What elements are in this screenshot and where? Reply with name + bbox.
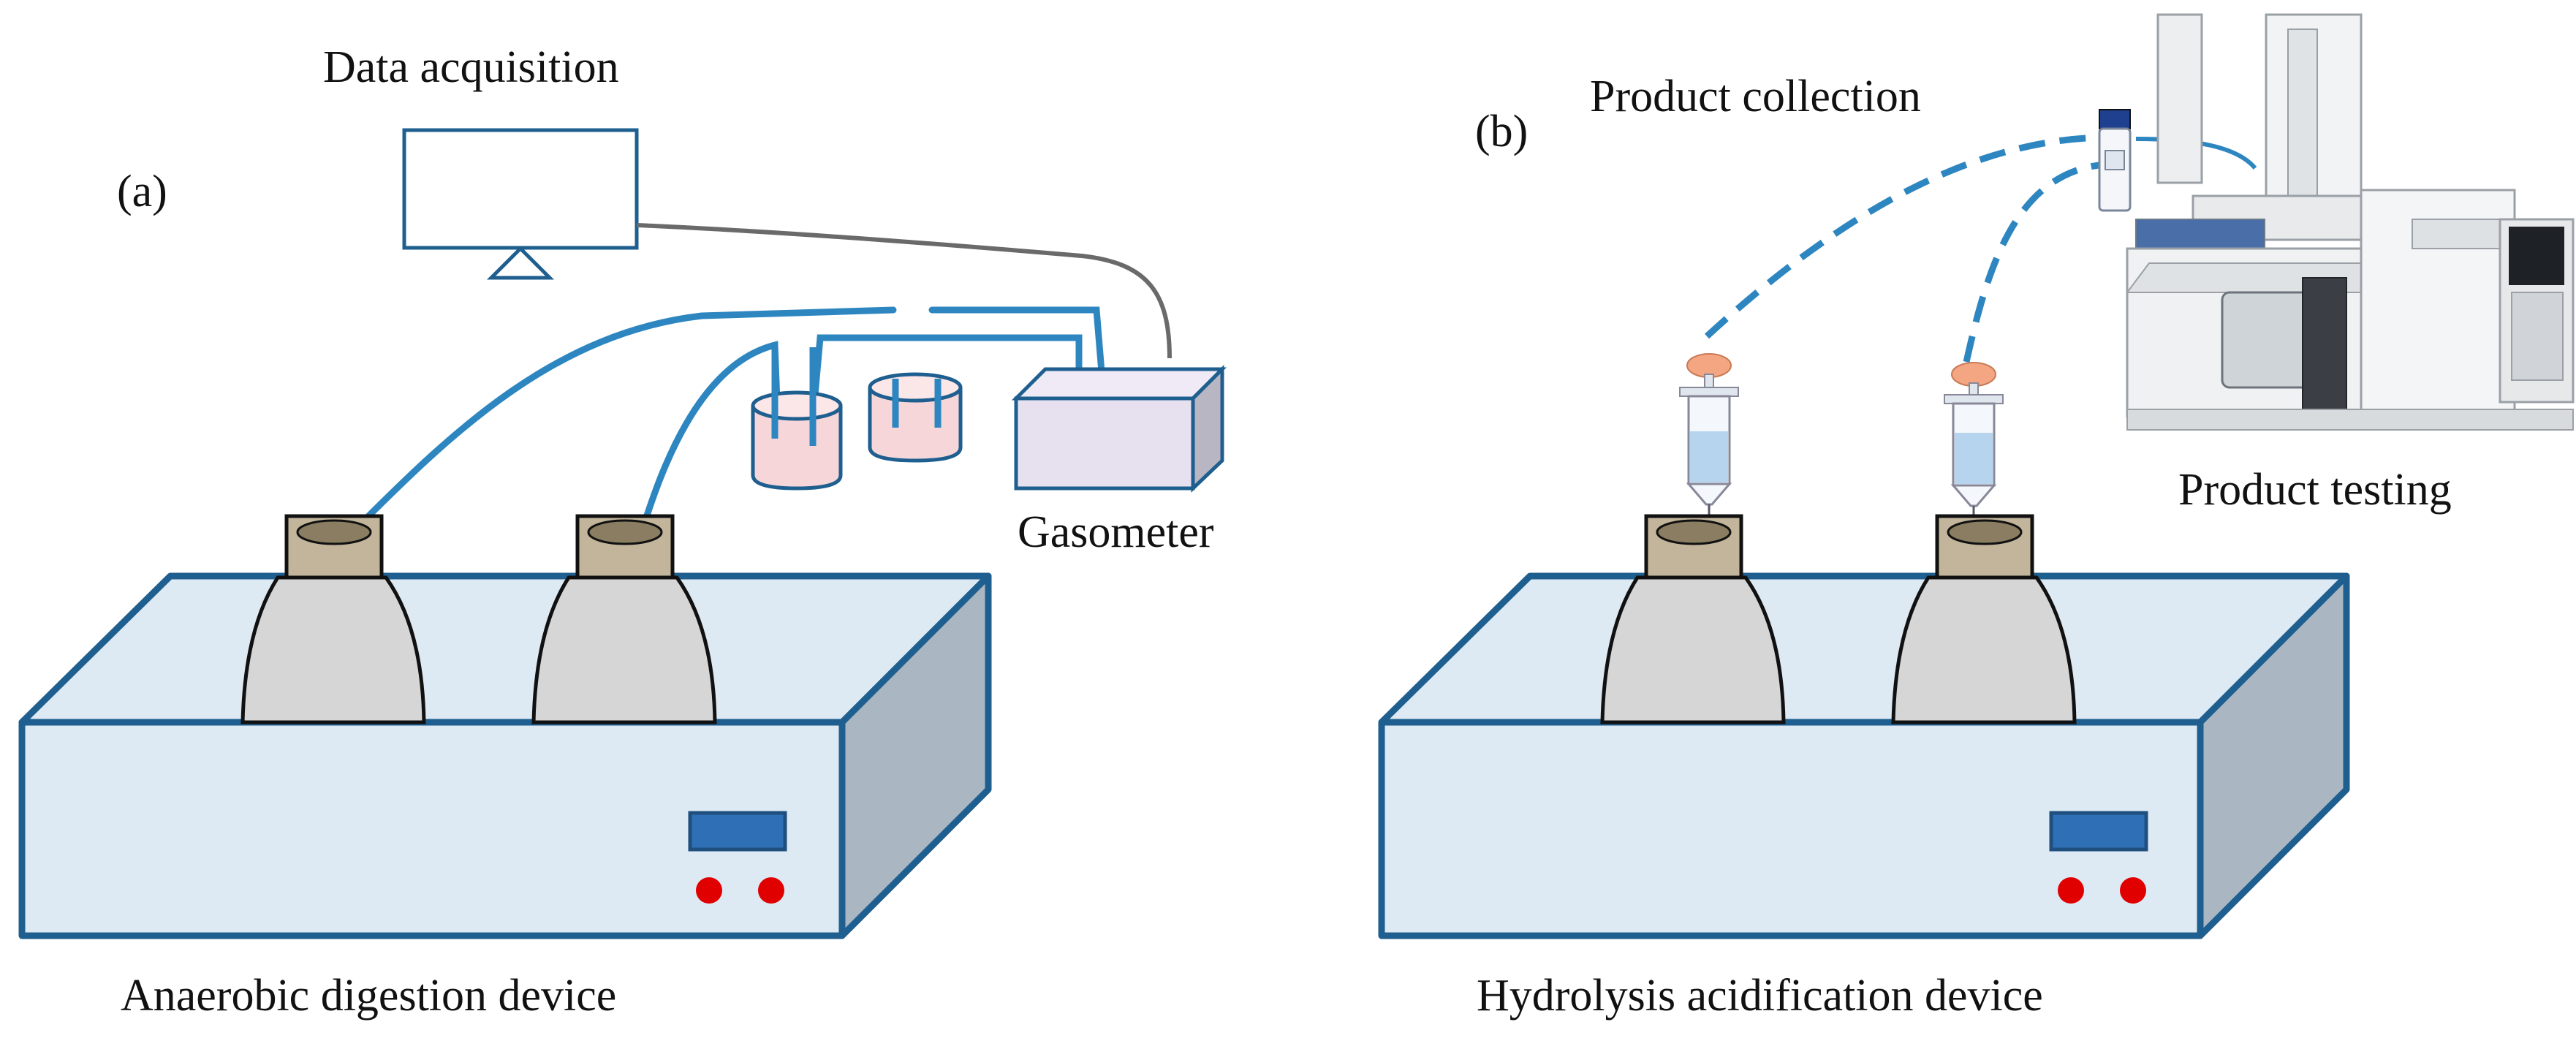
indicator-light: [696, 877, 722, 904]
display-panel: [2049, 811, 2148, 852]
beaker-2: [868, 372, 963, 463]
bottle-1: [240, 514, 426, 724]
water-bath-a: [18, 572, 992, 939]
gasometer-box: [1011, 364, 1227, 493]
syringe-icon: [1679, 353, 1739, 526]
indicator-light: [2058, 877, 2084, 904]
indicator-light: [2120, 877, 2146, 904]
syringe-icon: [1944, 362, 2004, 528]
product-collection-label: Product collection: [1590, 72, 1921, 121]
panel-a: (a) Data acquisition Gasometer Anaerobic…: [18, 42, 1227, 1021]
display-panel: [688, 811, 787, 852]
hydrolysis-device-label: Hydrolysis acidification device: [1477, 971, 2043, 1021]
indicator-light: [758, 877, 784, 904]
panel-a-letter: (a): [117, 167, 167, 216]
product-testing-label: Product testing: [2178, 465, 2452, 515]
data-acquisition-label: Data acquisition: [323, 42, 619, 92]
data-cable: [636, 223, 1172, 359]
anaerobic-device-label: Anaerobic digestion device: [121, 971, 616, 1021]
sample-vial-icon: [2098, 109, 2132, 212]
sample-transfer-lines: [1704, 134, 2106, 363]
gasometer-label: Gasometer: [1018, 507, 1214, 557]
panel-b-letter: (b): [1475, 107, 1528, 156]
panel-b: (b) Product collection Product testing H…: [1378, 13, 2575, 1021]
gas-tubes: [355, 306, 1107, 530]
beaker-1: [751, 347, 843, 491]
bottle-4: [1891, 514, 2077, 724]
bottle-3: [1600, 514, 1786, 724]
analyzer-instrument-icon: [2126, 13, 2575, 431]
vial-to-analyzer-line: [2135, 137, 2257, 170]
water-bath-b: [1378, 572, 2350, 939]
monitor-icon: [402, 128, 639, 280]
bottle-2: [531, 514, 717, 724]
